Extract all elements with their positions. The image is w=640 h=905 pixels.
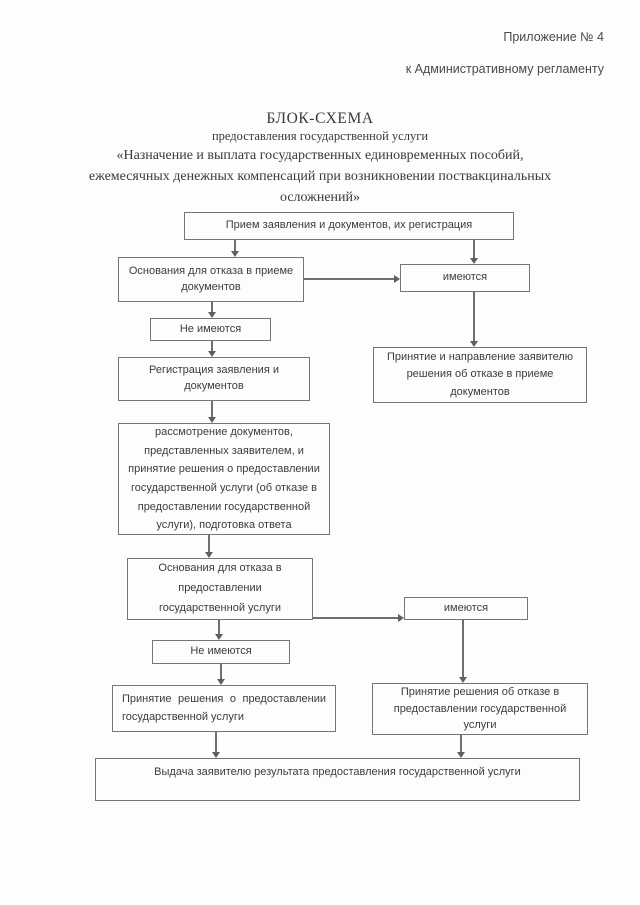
arrowhead-down-icon — [214, 634, 223, 640]
arrowhead-down-icon — [456, 752, 465, 758]
node-grant-decision: Принятие решения о предоставлении госуда… — [112, 685, 336, 732]
node-service-present: имеются — [404, 597, 528, 620]
appendix-regulation: к Административному регламенту — [405, 62, 604, 76]
title-service-name-line3: осложнений» — [279, 189, 361, 205]
appendix-header: Приложение № 4 к Административному регла… — [406, 30, 604, 77]
document-title: БЛОК-СХЕМА предоставления государственно… — [0, 110, 640, 207]
node-service-absent: Не имеются — [152, 640, 290, 664]
arrow-service-absent-to-grant-decision — [216, 664, 225, 685]
arrowhead-down-icon — [469, 341, 478, 347]
arrowhead-down-icon — [230, 251, 239, 257]
node-receive: Прием заявления и документов, их регистр… — [184, 212, 514, 240]
title-service-name-line2: ежемесячных денежных компенсаций при воз… — [88, 168, 552, 184]
arrowhead-down-icon — [204, 552, 213, 558]
node-accept-absent: Не имеются — [150, 318, 271, 341]
node-accept-present: имеются — [400, 264, 530, 292]
arrow-service-present-to-refuse-service-decision — [458, 620, 467, 683]
arrowhead-down-icon — [211, 752, 220, 758]
appendix-number: Приложение № 4 — [503, 30, 604, 44]
arrow-accept-absent-to-registration — [207, 341, 216, 357]
arrow-review-to-refuse-service-grounds — [204, 535, 213, 558]
node-issue-result: Выдача заявителю результата предоставлен… — [95, 758, 580, 801]
arrow-grant-decision-to-issue-result — [211, 732, 220, 758]
arrowhead-right-icon — [398, 613, 404, 622]
title-service-name-line1: «Назначение и выплата государственных ед… — [116, 148, 524, 163]
node-refuse-accept-decision: Принятие и направление заявителю решения… — [373, 347, 587, 403]
arrowhead-down-icon — [207, 351, 216, 357]
arrowhead-down-icon — [207, 417, 216, 423]
arrowhead-down-icon — [216, 679, 225, 685]
arrow-receive-to-accept-present — [469, 240, 478, 264]
node-refuse-service-grounds: Основания для отказа в предоставлении го… — [127, 558, 313, 620]
arrow-registration-to-review — [207, 401, 216, 423]
node-refuse-service-decision: Принятие решения об отказе в предоставле… — [372, 683, 588, 735]
arrow-refuse-service-decision-to-issue-result — [456, 735, 465, 758]
arrow-refuse-accept-grounds-to-accept-present — [304, 274, 400, 283]
arrow-receive-to-refuse-accept-grounds — [230, 240, 239, 257]
arrowhead-down-icon — [469, 258, 478, 264]
arrowhead-down-icon — [458, 677, 467, 683]
title-block-schema: БЛОК-СХЕМА — [266, 110, 374, 127]
arrow-accept-present-to-refuse-accept-decision — [469, 292, 478, 347]
node-registration: Регистрация заявления и документов — [118, 357, 310, 401]
arrow-refuse-accept-grounds-to-accept-absent — [207, 302, 216, 318]
arrow-refuse-service-grounds-to-service-absent — [214, 620, 223, 640]
arrowhead-right-icon — [394, 274, 400, 283]
node-refuse-accept-grounds: Основания для отказа в приеме документов — [118, 257, 304, 302]
title-subtitle: предоставления государственной услуги — [211, 129, 429, 143]
node-review: рассмотрение документов, представленных … — [118, 423, 330, 535]
arrow-refuse-service-grounds-to-service-present — [313, 613, 404, 622]
arrowhead-down-icon — [207, 312, 216, 318]
